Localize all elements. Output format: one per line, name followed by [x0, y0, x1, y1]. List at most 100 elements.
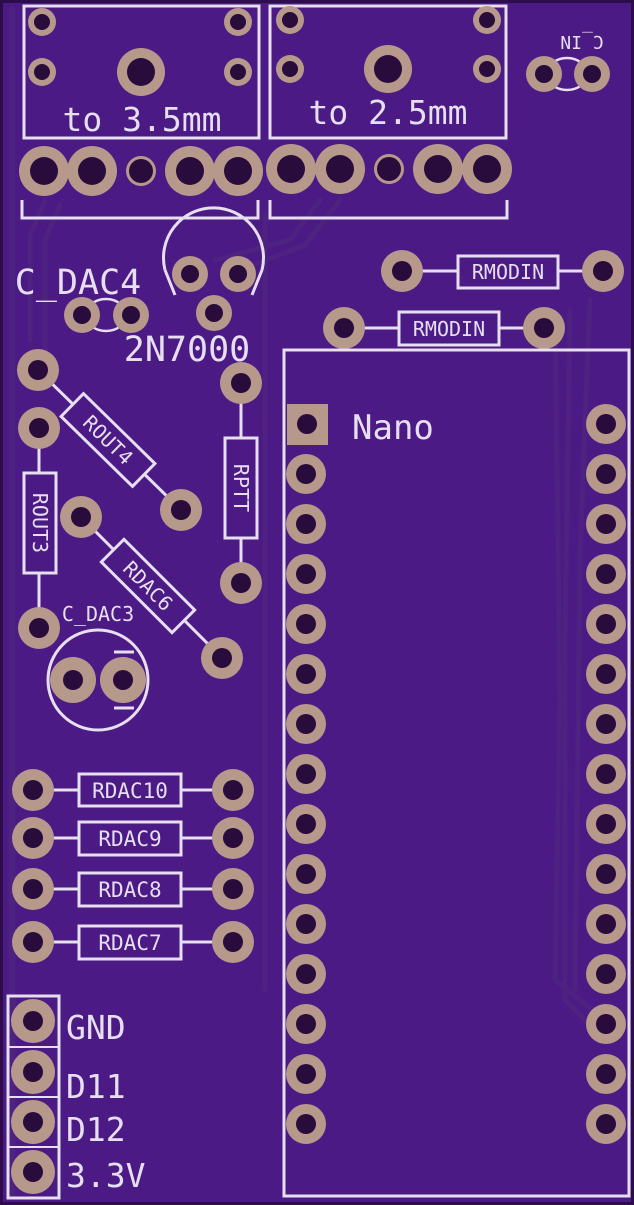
arduino-nano: Nano [282, 348, 631, 1198]
drill-hole [424, 155, 452, 183]
c-dac3-capacitor: C_DAC3 [46, 602, 150, 732]
drill-hole [296, 514, 316, 534]
rmodin-bottom-label: RMODIN [413, 317, 485, 341]
rmodin-top-label: RMODIN [472, 260, 544, 284]
drill-hole [596, 514, 616, 534]
rdac10-label: RDAC10 [92, 779, 168, 803]
drill-hole [596, 414, 616, 434]
copper-trace [27, 197, 48, 343]
drill-hole [596, 864, 616, 884]
resistor-rmodin-bottom: RMODIN [323, 307, 565, 349]
jack-2-5mm: to 2.5mm [266, 4, 512, 220]
copper-trace [562, 307, 603, 1038]
drill-hole [392, 261, 412, 281]
drill-hole [535, 65, 553, 83]
drill-hole [596, 1064, 616, 1084]
jack-3-5mm: to 3.5mm [19, 4, 263, 220]
drill-hole [29, 418, 49, 438]
jack-3-5mm-label: to 3.5mm [63, 100, 222, 139]
resistor-rdac10: RDAC10 [12, 769, 254, 811]
header-label-3v3: 3.3V [66, 1156, 145, 1195]
drill-hole [73, 306, 91, 324]
resistor-body [77, 871, 183, 908]
drill-hole [596, 914, 616, 934]
drill-hole [277, 155, 305, 183]
c-dac3-label: C_DAC3 [62, 602, 134, 626]
drill-hole [30, 157, 58, 185]
drill-hole [296, 664, 316, 684]
c-dac4-capacitor: C_DAC4 [15, 263, 149, 333]
drill-hole [596, 764, 616, 784]
drill-hole [223, 932, 243, 952]
drill-hole [23, 1112, 43, 1132]
transistor-label: 2N7000 [124, 330, 250, 370]
pin-header: GND D11 D12 3.3V [6, 994, 145, 1200]
copper-trace [237, 197, 343, 273]
drill-hole [282, 61, 298, 77]
c-in-capacitor: C_IN [526, 31, 610, 92]
drill-hole [296, 1114, 316, 1134]
drill-hole [23, 879, 43, 899]
drill-hole [230, 14, 246, 30]
drill-hole [296, 764, 316, 784]
drill-hole [296, 614, 316, 634]
nano-label: Nano [352, 408, 434, 448]
nano-right-header [586, 404, 626, 1144]
header-label-d12: D12 [66, 1110, 126, 1149]
drill-hole [596, 564, 616, 584]
drill-hole [205, 304, 223, 322]
drill-hole [596, 464, 616, 484]
drill-hole [596, 1014, 616, 1034]
drill-hole [297, 414, 317, 434]
drill-hole [176, 157, 204, 185]
drill-hole [583, 65, 601, 83]
resistor-body [99, 537, 197, 635]
component-body-group: ROUT3 [22, 471, 58, 575]
drill-hole [296, 864, 316, 884]
drill-hole [473, 155, 501, 183]
drill-hole [181, 265, 199, 283]
jack-2-5mm-label: to 2.5mm [309, 93, 468, 132]
rdac7-label: RDAC7 [98, 931, 161, 955]
drill-hole [231, 573, 251, 593]
drill-hole [534, 318, 554, 338]
resistor-rdac9: RDAC9 [12, 817, 254, 859]
transistor-outline [162, 206, 265, 271]
drill-hole [223, 828, 243, 848]
resistor-body [77, 924, 183, 961]
drill-hole [229, 265, 247, 283]
silkscreen-line [163, 269, 264, 296]
drill-hole [23, 1062, 43, 1082]
resistor-body [77, 820, 183, 857]
resistor-rptt: RPTT [220, 362, 262, 604]
rout3-label: ROUT3 [28, 493, 52, 553]
drill-hole [129, 159, 153, 183]
drill-hole [23, 828, 43, 848]
drill-hole [113, 670, 133, 690]
resistor-rdac7: RDAC7 [12, 921, 254, 963]
drill-hole [296, 714, 316, 734]
rdac9-label: RDAC9 [98, 827, 161, 851]
resistor-rdac6: RDAC6 [60, 496, 243, 679]
drill-hole [29, 618, 49, 638]
copper-trace [552, 317, 608, 1023]
drill-hole [296, 1064, 316, 1084]
resistor-body [397, 310, 501, 347]
nano-left-header [286, 404, 328, 1144]
drill-hole [296, 814, 316, 834]
resistor-body [22, 471, 58, 575]
drill-hole [479, 12, 495, 28]
drill-hole [23, 932, 43, 952]
drill-hole [224, 157, 252, 185]
drill-hole [171, 500, 191, 520]
drill-hole [212, 648, 232, 668]
resistor-rmodin-top: RMODIN [381, 250, 624, 292]
drill-hole [23, 780, 43, 800]
drill-hole [479, 61, 495, 77]
jack-2-5mm-outline [268, 4, 508, 140]
drill-hole [593, 261, 613, 281]
drill-hole [34, 64, 50, 80]
drill-hole [78, 157, 106, 185]
drill-hole [34, 14, 50, 30]
